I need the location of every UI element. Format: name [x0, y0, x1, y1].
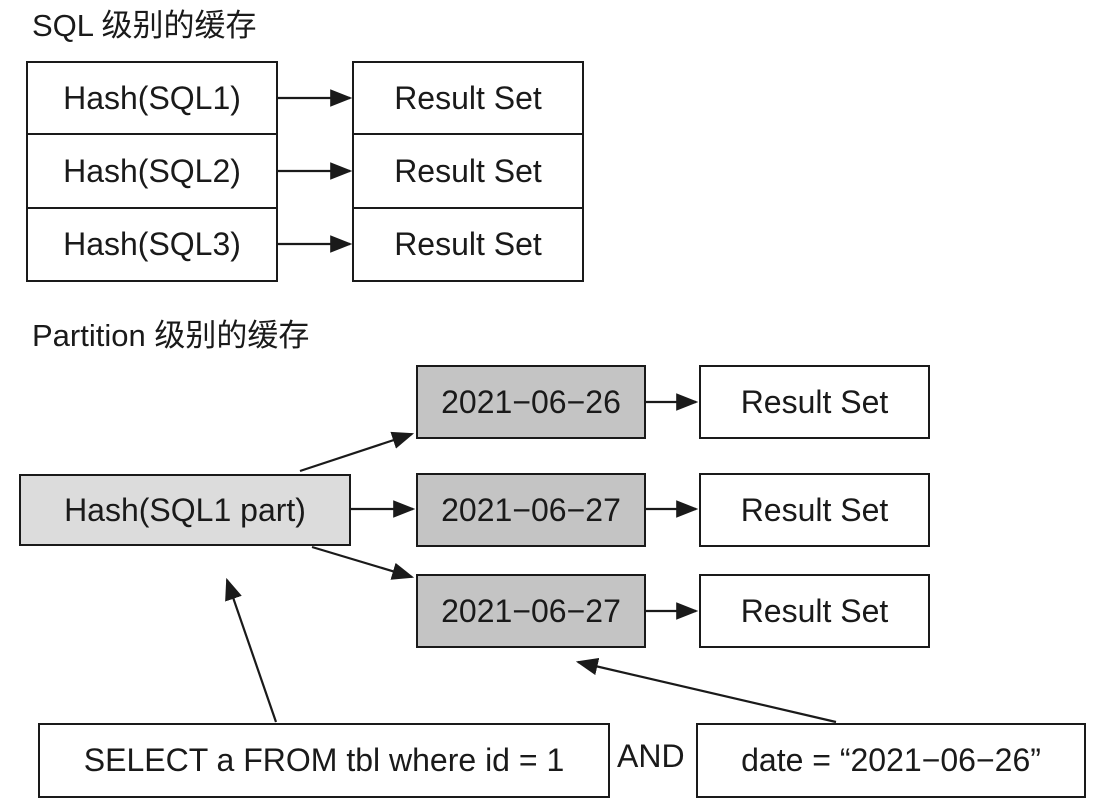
partition-level-heading: Partition 级别的缓存	[32, 318, 310, 353]
query-and-connector: AND	[617, 738, 685, 774]
partition-date-box-3: 2021−06−27	[416, 574, 646, 648]
sql-level-heading: SQL 级别的缓存	[32, 8, 257, 43]
hash-to-partition-arrow-3	[311, 545, 415, 580]
query-date-box: date = “2021−06−26”	[696, 723, 1086, 798]
partition-date-box-1: 2021−06−26	[416, 365, 646, 439]
sql-result-set-box-2: Result Set	[352, 133, 584, 209]
sql-hash-box-3: Hash(SQL3)	[26, 207, 278, 282]
partition-result-set-box-3: Result Set	[699, 574, 930, 648]
query-select-box: SELECT a FROM tbl where id = 1	[38, 723, 610, 798]
sql-hash-box-1: Hash(SQL1)	[26, 61, 278, 135]
hash-to-partition-arrow-1	[299, 431, 415, 473]
partition-result-set-box-1: Result Set	[699, 365, 930, 439]
partition-hash-box: Hash(SQL1 part)	[19, 474, 351, 546]
date-to-partition-arrow	[575, 657, 837, 724]
partition-date-box-2: 2021−06−27	[416, 473, 646, 547]
sql-result-set-box-3: Result Set	[352, 207, 584, 282]
select-to-hash-arrow	[225, 577, 278, 723]
partition-result-set-box-2: Result Set	[699, 473, 930, 547]
